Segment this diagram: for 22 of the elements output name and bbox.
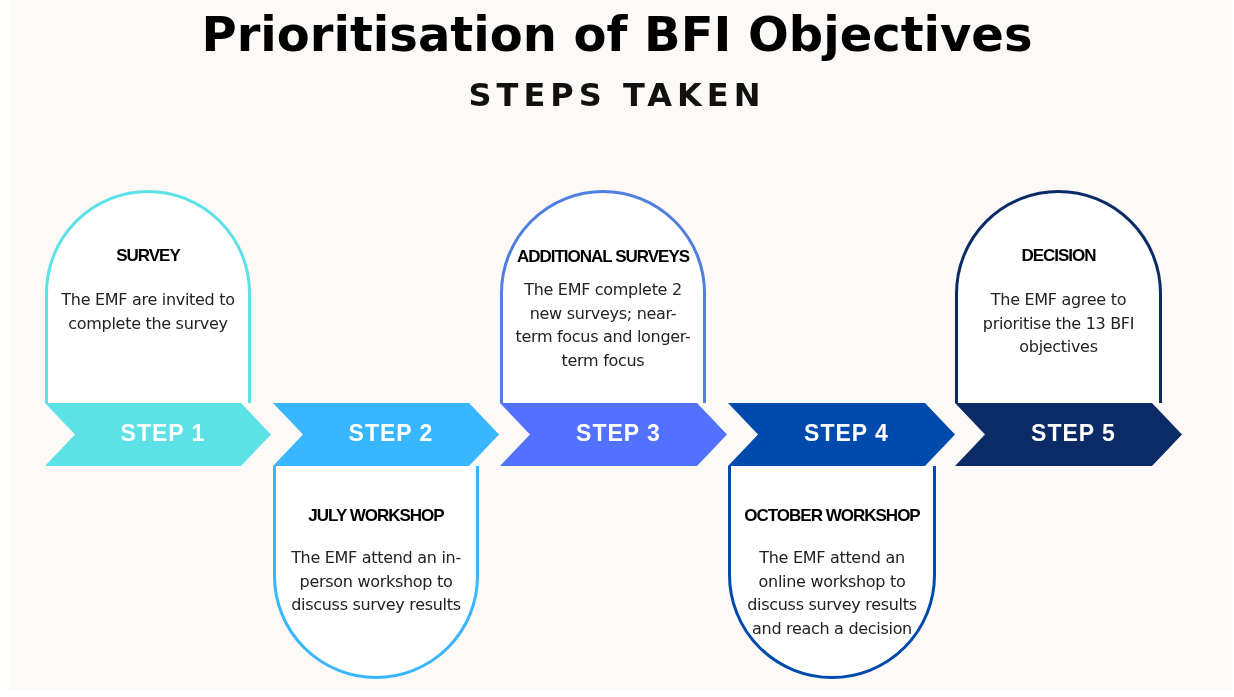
card-heading: ADDITIONAL SURVEYS — [515, 247, 691, 267]
step-label: STEP 2 — [347, 420, 435, 447]
card-text: The EMF attend an in-person workshop to discuss survey results — [290, 547, 462, 616]
step-banner — [45, 403, 271, 466]
card-text: The EMF attend an online workshop to discuss survey results and reach a decision — [746, 547, 918, 640]
card-text: The EMF complete 2 new surveys; near-term focus and longer-term focus — [514, 279, 692, 372]
step-label: STEP 1 — [119, 420, 207, 447]
step-banner — [955, 403, 1182, 466]
card-heading: OCTOBER WORKSHOP — [743, 506, 921, 526]
subtitle: STEPS TAKEN — [467, 76, 767, 114]
card-text: The EMF are invited to complete the survey — [60, 289, 236, 335]
card-text: The EMF agree to prioritise the 13 BFI objectives — [981, 289, 1136, 358]
step-banner — [728, 403, 955, 466]
step-banner — [273, 403, 499, 466]
card-heading: DECISION — [1020, 246, 1097, 266]
step-banner — [500, 403, 727, 466]
card-heading: JULY WORKSHOP — [307, 506, 445, 526]
step-label: STEP 5 — [1030, 420, 1117, 447]
title: Prioritisation of BFI Objectives — [200, 6, 1034, 62]
card-heading: SURVEY — [115, 246, 182, 266]
step-label: STEP 4 — [803, 420, 890, 447]
step-label: STEP 3 — [575, 420, 662, 447]
